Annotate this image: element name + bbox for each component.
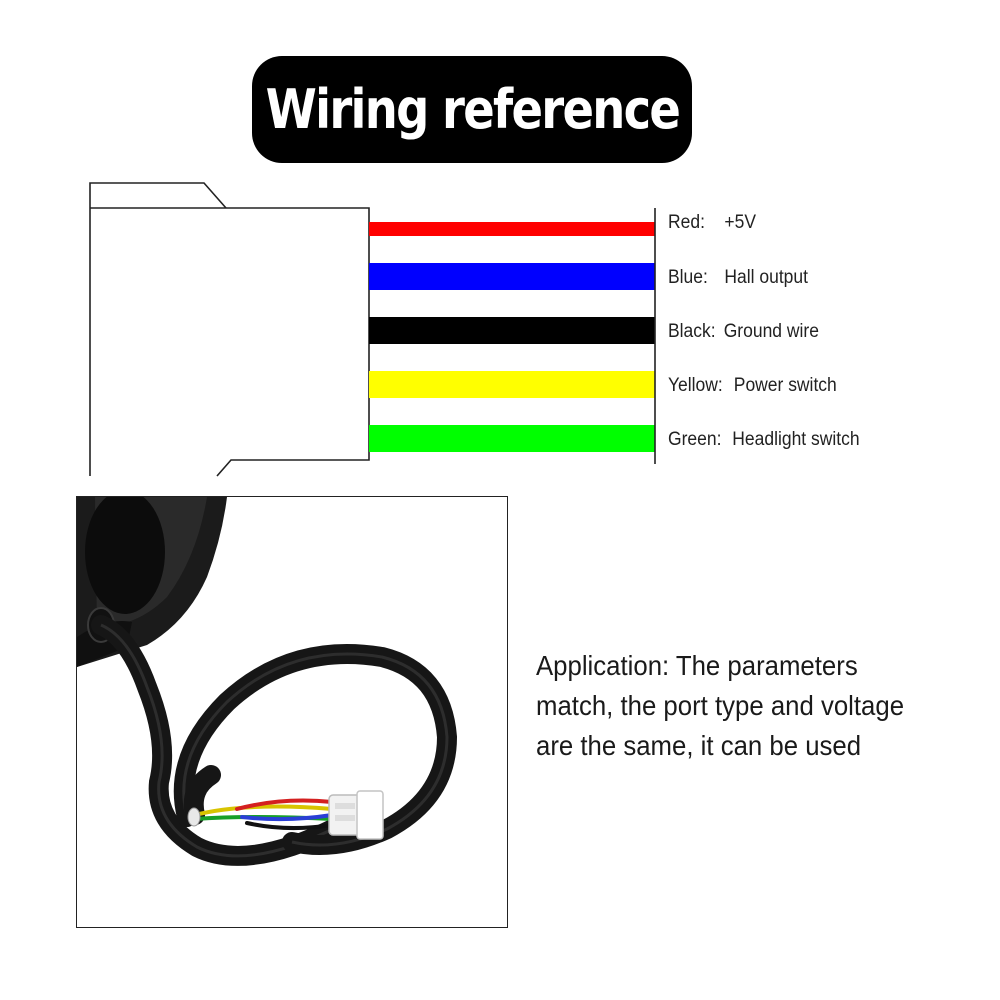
wire-color-name: Blue: — [668, 267, 708, 288]
wire-label-red: Red: +5V — [668, 212, 756, 234]
product-photo — [76, 496, 508, 928]
wire-function: +5V — [724, 212, 757, 233]
application-description: Application: The parameters match, the p… — [536, 650, 905, 761]
wire-color-name: Red: — [668, 212, 705, 233]
wire-function: Ground wire — [723, 321, 819, 342]
wire-bar-black — [369, 317, 655, 344]
wire-label-green: Green: Headlight switch — [668, 429, 860, 451]
wire-bar-blue — [369, 263, 655, 290]
title-banner: Wiring reference — [252, 56, 692, 163]
wire-function: Headlight switch — [732, 429, 860, 450]
wire-bars — [369, 222, 655, 452]
page-title: Wiring reference — [265, 78, 680, 141]
plug-connector — [328, 790, 384, 840]
wire-label-yellow: Yellow: Power switch — [668, 375, 837, 397]
wire-function: Hall output — [724, 267, 808, 288]
wire-bar-yellow — [369, 371, 655, 398]
wire-label-blue: Blue: Hall output — [668, 267, 808, 289]
wire-label-black: Black: Ground wire — [668, 321, 819, 343]
connector-outline — [89, 182, 370, 477]
wire-function: Power switch — [733, 375, 837, 396]
wire-color-name: Green: — [668, 429, 722, 450]
wire-bar-red — [369, 222, 655, 236]
wire-color-name: Black: — [668, 321, 716, 342]
wire-color-name: Yellow: — [668, 375, 723, 396]
cable-image — [77, 497, 458, 866]
colored-leads — [193, 798, 334, 831]
wire-bar-green — [369, 425, 655, 452]
